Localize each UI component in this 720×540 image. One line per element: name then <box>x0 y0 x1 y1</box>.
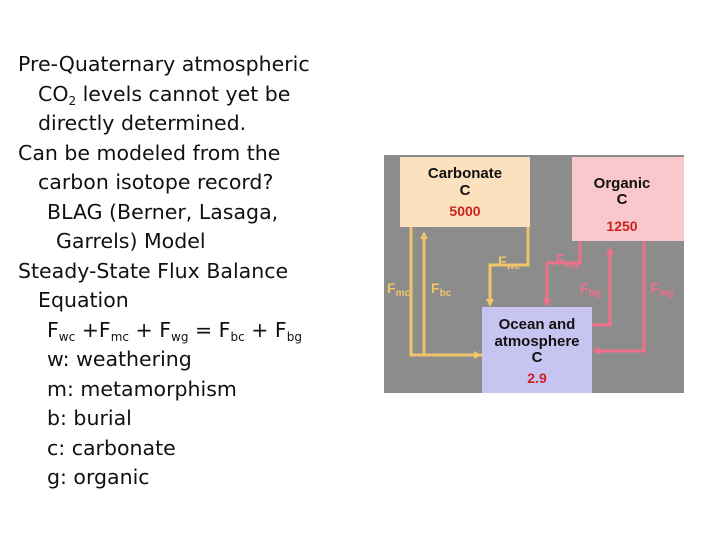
text-line: w: weathering <box>18 345 368 375</box>
flux-wg-label: Fwg <box>556 251 578 270</box>
text-block: Pre-Quaternary atmospheric CO2 levels ca… <box>18 50 368 493</box>
text-line: carbon isotope record? <box>18 168 368 198</box>
equation-subscript: wg <box>171 329 189 344</box>
ocean-title-2: atmosphere <box>494 333 579 350</box>
text-span: Steady-State Flux Balance <box>18 258 289 283</box>
organic-labels: Organic C 1250 <box>594 175 651 234</box>
ocean-title-1: Ocean and <box>499 316 576 333</box>
equation-part: + F <box>244 317 287 342</box>
text-span: BLAG (Berner, Lasaga, <box>47 199 279 224</box>
equation-subscript: mc <box>110 329 130 344</box>
weathering-organic-arrow <box>543 241 582 307</box>
flux-wc-label: Fwc <box>498 253 520 272</box>
ocean-value: 2.9 <box>527 370 547 386</box>
carbonate-title: Carbonate <box>428 165 502 182</box>
weathering-carbonate-arrow <box>486 227 530 307</box>
equation-part: + F <box>129 317 172 342</box>
equation-subscript: wc <box>58 329 76 344</box>
text-line: Can be modeled from the <box>18 139 368 169</box>
equation: Fwc +Fmc + Fwg = Fbc + Fbg <box>18 316 368 346</box>
organic-c: C <box>617 191 628 208</box>
organic-reservoir-box <box>572 157 684 241</box>
text-line: b: burial <box>18 404 368 434</box>
equation-subscript: bc <box>230 329 245 344</box>
text-line: m: metamorphism <box>18 375 368 405</box>
text-span: c: carbonate <box>47 435 176 460</box>
carbonate-flux-arrows <box>409 227 530 359</box>
text-line: Garrels) Model <box>18 227 368 257</box>
text-line: c: carbonate <box>18 434 368 464</box>
carbonate-labels: Carbonate C 5000 <box>428 165 502 219</box>
carbonate-value: 5000 <box>449 203 480 219</box>
ocean-c: C <box>532 349 543 366</box>
burial-carbonate-arrow <box>420 231 482 357</box>
text-span: g: organic <box>47 465 150 489</box>
text-span: w: weathering <box>47 347 192 371</box>
equation-part: F <box>47 317 59 342</box>
text-span: levels cannot yet be <box>76 81 291 106</box>
flux-mg-label: Fmg <box>650 280 674 299</box>
text-line: g: organic <box>18 463 368 493</box>
flux-bg-label: Fbg <box>580 280 601 299</box>
carbon-cycle-diagram: Carbonate C 5000 Organic C 1250 Ocean an… <box>384 155 684 393</box>
text-span: directly determined. <box>38 111 247 135</box>
carbonate-c: C <box>460 182 471 199</box>
text-span: carbon isotope record? <box>38 170 274 194</box>
text-span: Pre-Quaternary atmospheric <box>18 52 310 76</box>
text-line: directly determined. <box>18 109 368 139</box>
text-span: Garrels) Model <box>56 229 206 253</box>
text-line: BLAG (Berner, Lasaga, <box>18 198 368 228</box>
equation-part: = F <box>188 317 231 342</box>
organic-value: 1250 <box>606 218 637 234</box>
text-span: Can be modeled from the <box>18 140 281 165</box>
equation-part: +F <box>75 317 111 342</box>
text-span: m: metamorphism <box>47 376 237 401</box>
organic-flux-arrows <box>543 241 646 355</box>
equation-subscript: bg <box>286 329 302 344</box>
text-line: Equation <box>18 286 368 316</box>
burial-organic-arrow <box>592 247 614 327</box>
flux-mc-label: Fmc <box>387 280 410 299</box>
flux-bc-label: Fbc <box>431 280 452 299</box>
carbonate-reservoir-box <box>400 157 530 227</box>
text-span: Equation <box>38 288 129 312</box>
text-line: Steady-State Flux Balance <box>18 257 368 287</box>
metamorphism-organic-arrow <box>592 241 646 355</box>
ocean-labels: Ocean and atmosphere C 2.9 <box>494 316 579 386</box>
text-line: Pre-Quaternary atmospheric <box>18 50 368 80</box>
organic-title: Organic <box>594 175 651 192</box>
text-span: b: burial <box>47 406 132 430</box>
text-line: CO2 levels cannot yet be <box>18 80 368 110</box>
flux-labels: Fwc Fwg Fmc Fbc Fbg Fmg <box>387 251 674 299</box>
ocean-atmosphere-box <box>482 307 592 393</box>
diagram-svg: Carbonate C 5000 Organic C 1250 Ocean an… <box>384 155 684 393</box>
co2-subscript: 2 <box>68 93 77 108</box>
co2-label: CO <box>38 81 69 106</box>
